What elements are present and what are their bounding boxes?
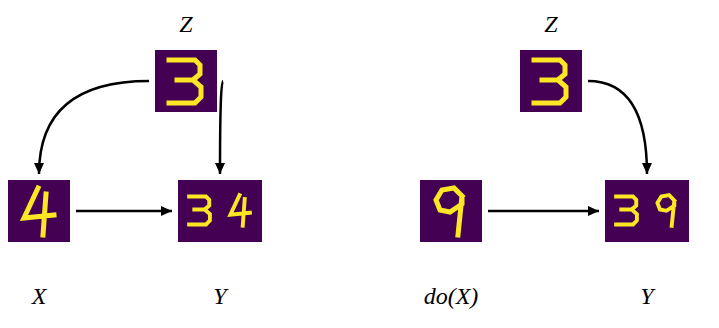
image-ground xyxy=(155,50,217,112)
causal-arrow xyxy=(588,81,652,174)
image-node: Y xyxy=(178,180,262,242)
variable-label: Y xyxy=(148,282,292,310)
variable-label: do(X) xyxy=(390,282,512,310)
image-node: Y xyxy=(605,180,689,242)
causal-arrow xyxy=(34,81,149,174)
digit-four xyxy=(230,195,250,226)
image-node: Z xyxy=(520,50,582,112)
causal-arrow xyxy=(215,81,225,174)
digit-nine xyxy=(436,188,462,235)
variable-label: X xyxy=(0,282,100,310)
causal-arrow xyxy=(488,206,599,216)
image-ground xyxy=(420,180,482,242)
causal-arrow xyxy=(76,206,172,216)
variable-label: Y xyxy=(575,282,719,310)
digit-three xyxy=(616,197,637,225)
digit-three xyxy=(189,197,210,225)
variable-label: Z xyxy=(125,10,247,38)
image-ground xyxy=(520,50,582,112)
digit-three xyxy=(534,60,566,103)
image-ground xyxy=(8,180,70,242)
digit-nine xyxy=(657,195,674,226)
image-ground xyxy=(178,180,262,242)
image-node: X xyxy=(8,180,70,242)
image-ground xyxy=(605,180,689,242)
image-node: do(X) xyxy=(420,180,482,242)
digit-three xyxy=(169,60,201,103)
image-node: Z xyxy=(155,50,217,112)
digit-four xyxy=(24,188,54,235)
variable-label: Z xyxy=(490,10,612,38)
